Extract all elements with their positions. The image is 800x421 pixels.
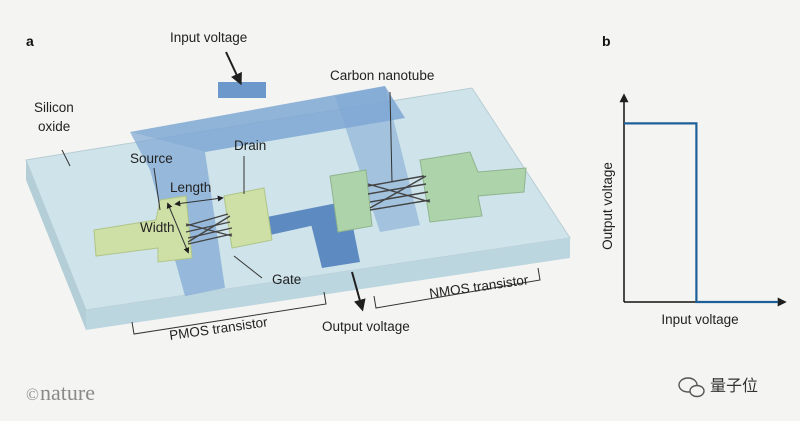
wechat-icon: [678, 377, 705, 398]
nature-logo: nature: [40, 380, 95, 405]
nmos-drain-pad: [419, 151, 527, 223]
y-axis-label: Output voltage: [600, 162, 615, 250]
pmos-nanotubes: [185, 213, 233, 245]
x-axis-label: Input voltage: [661, 312, 738, 327]
panel-a-letter: a: [26, 33, 34, 49]
nmos-source-pad: [329, 169, 373, 233]
pmos-drain-pad: [223, 187, 273, 249]
gate-label: Gate: [272, 272, 301, 287]
carbon-nanotube-label: Carbon nanotube: [330, 68, 434, 83]
input-voltage-arrow: [225, 51, 242, 86]
length-label: Length: [170, 180, 211, 195]
oxide-label: oxide: [38, 119, 70, 134]
copyright-symbol: ©: [26, 385, 39, 404]
width-arrow: [166, 202, 190, 254]
output-voltage-series: [624, 122, 778, 304]
output-voltage-label: Output voltage: [322, 319, 410, 334]
nmos-bracket: [373, 267, 541, 309]
pmos-bracket: [131, 291, 327, 335]
transfer-curve-chart: Output voltage Input voltage: [600, 93, 787, 327]
silicon-leader: [61, 149, 71, 167]
source-leader: [153, 167, 161, 211]
gate-leader: [233, 255, 263, 279]
input-voltage-label: Input voltage: [170, 30, 247, 45]
silicon-label: Silicon: [34, 100, 74, 115]
nanotube-leader: [389, 91, 393, 183]
watermark-text: 量子位: [710, 376, 758, 395]
nmos-nanotubes: [367, 175, 431, 211]
drain-label: Drain: [234, 138, 266, 153]
source-label: Source: [130, 151, 173, 166]
pmos-label: PMOS transistor: [168, 314, 269, 343]
width-label: Width: [140, 220, 175, 235]
output-voltage-arrow: [351, 271, 366, 312]
panel-b-letter: b: [602, 33, 611, 49]
